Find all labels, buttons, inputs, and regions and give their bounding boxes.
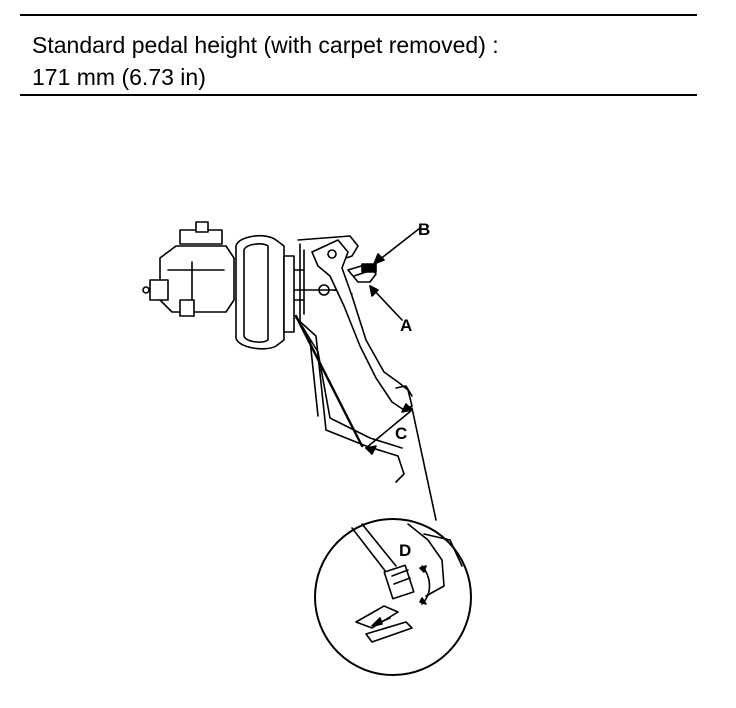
pedal-height-dimension-line bbox=[365, 409, 413, 449]
brake-pedal-arm bbox=[311, 239, 413, 411]
push-rod bbox=[294, 314, 364, 448]
spec-value: 171 mm (6.73 in) bbox=[32, 64, 206, 90]
spec-title: Standard pedal height (with carpet remov… bbox=[32, 32, 499, 58]
stop-light-switch bbox=[347, 263, 377, 283]
detail-view-circle bbox=[314, 518, 472, 676]
callout-d-label: D bbox=[399, 541, 411, 560]
pedal-height-spec: Standard pedal height (with carpet remov… bbox=[20, 14, 697, 96]
callout-a-label: A bbox=[400, 316, 412, 335]
master-cylinder bbox=[142, 221, 235, 317]
detail-connector-line bbox=[411, 407, 437, 521]
pedal-bracket bbox=[293, 235, 405, 483]
brake-booster bbox=[235, 234, 305, 350]
callout-b-label: B bbox=[418, 220, 430, 239]
callout-c-label: C bbox=[395, 424, 407, 443]
